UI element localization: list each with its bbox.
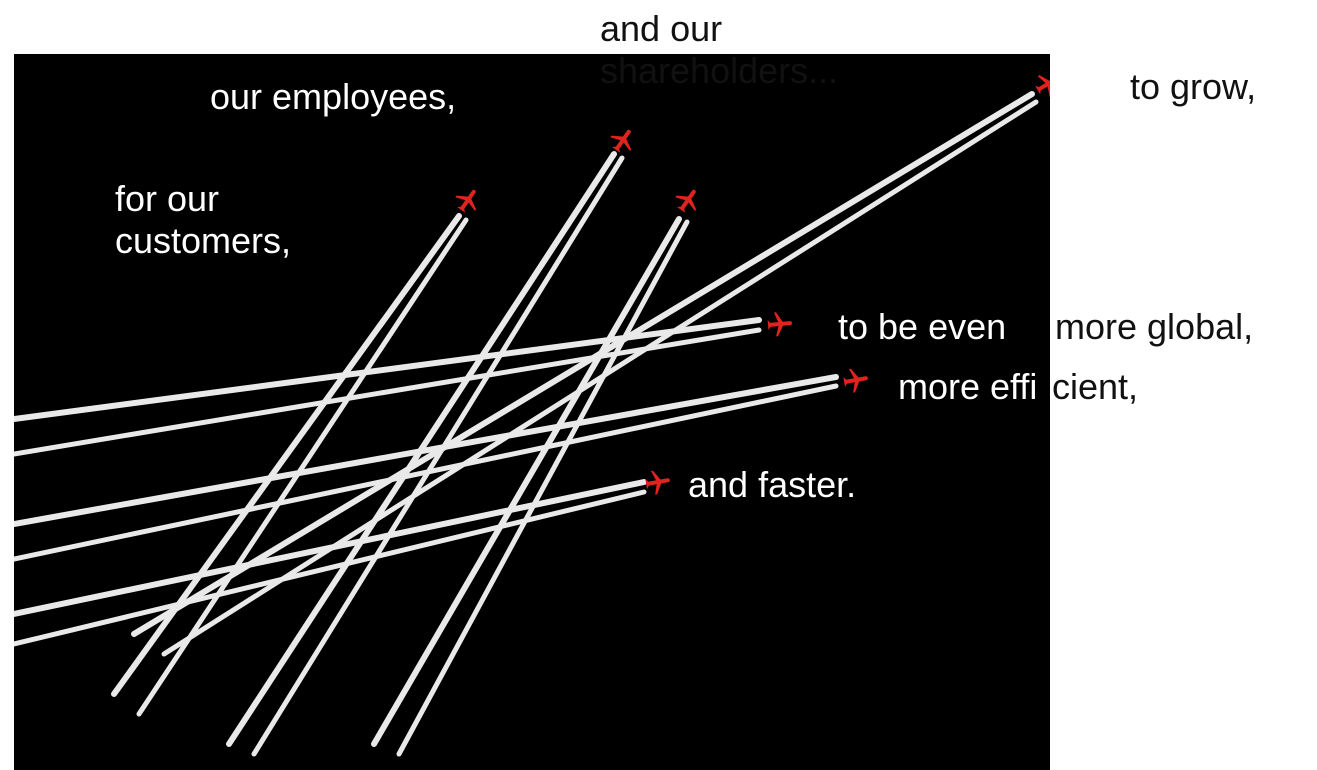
caption-our-shareholders: and our shareholders...	[600, 8, 839, 91]
airplane-icon	[675, 189, 697, 213]
contrail-line	[14, 327, 762, 457]
contrail-line	[131, 91, 1035, 637]
contrail-line	[14, 489, 647, 647]
contrail-line	[14, 317, 762, 422]
contrail-line	[396, 219, 690, 757]
caption-more-effi: more effi	[898, 366, 1038, 407]
contrail-line	[14, 479, 647, 617]
contrail-line	[161, 99, 1039, 657]
contrail-line	[14, 374, 839, 527]
caption-for-our-customers: for our customers,	[115, 178, 292, 261]
contrail-line	[14, 383, 839, 562]
caption-our-employees: our employees,	[210, 76, 457, 117]
contrails-photo	[14, 54, 1050, 770]
caption-cient: cient,	[1052, 366, 1139, 407]
airplane-icon	[1035, 75, 1050, 97]
caption-to-grow: to grow,	[1130, 66, 1257, 107]
contrail-line	[251, 155, 625, 757]
contrails-drawing	[14, 91, 1039, 757]
contrail-line	[136, 217, 469, 717]
caption-more-global: more global,	[1055, 306, 1254, 347]
airplane-icon	[843, 368, 868, 393]
caption-to-be-even: to be even	[838, 306, 1007, 347]
airplane-icon	[767, 312, 792, 337]
caption-and-faster: and faster.	[688, 464, 857, 505]
airplane-icon	[610, 129, 632, 153]
airplane-icon	[455, 189, 477, 213]
airplane-icon	[645, 470, 670, 495]
contrail-line	[371, 216, 682, 747]
